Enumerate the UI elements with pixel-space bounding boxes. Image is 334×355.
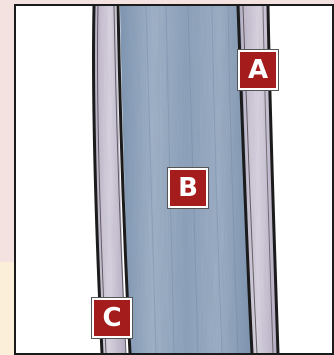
label-a-text: A [248,55,268,85]
label-a-badge: A [238,50,278,90]
background-strip [0,262,14,355]
label-c-badge: C [92,298,132,338]
label-b-badge: B [168,168,208,208]
label-b-text: B [178,173,198,203]
diagram-frame: A B C [14,4,334,355]
label-c-text: C [102,303,121,333]
